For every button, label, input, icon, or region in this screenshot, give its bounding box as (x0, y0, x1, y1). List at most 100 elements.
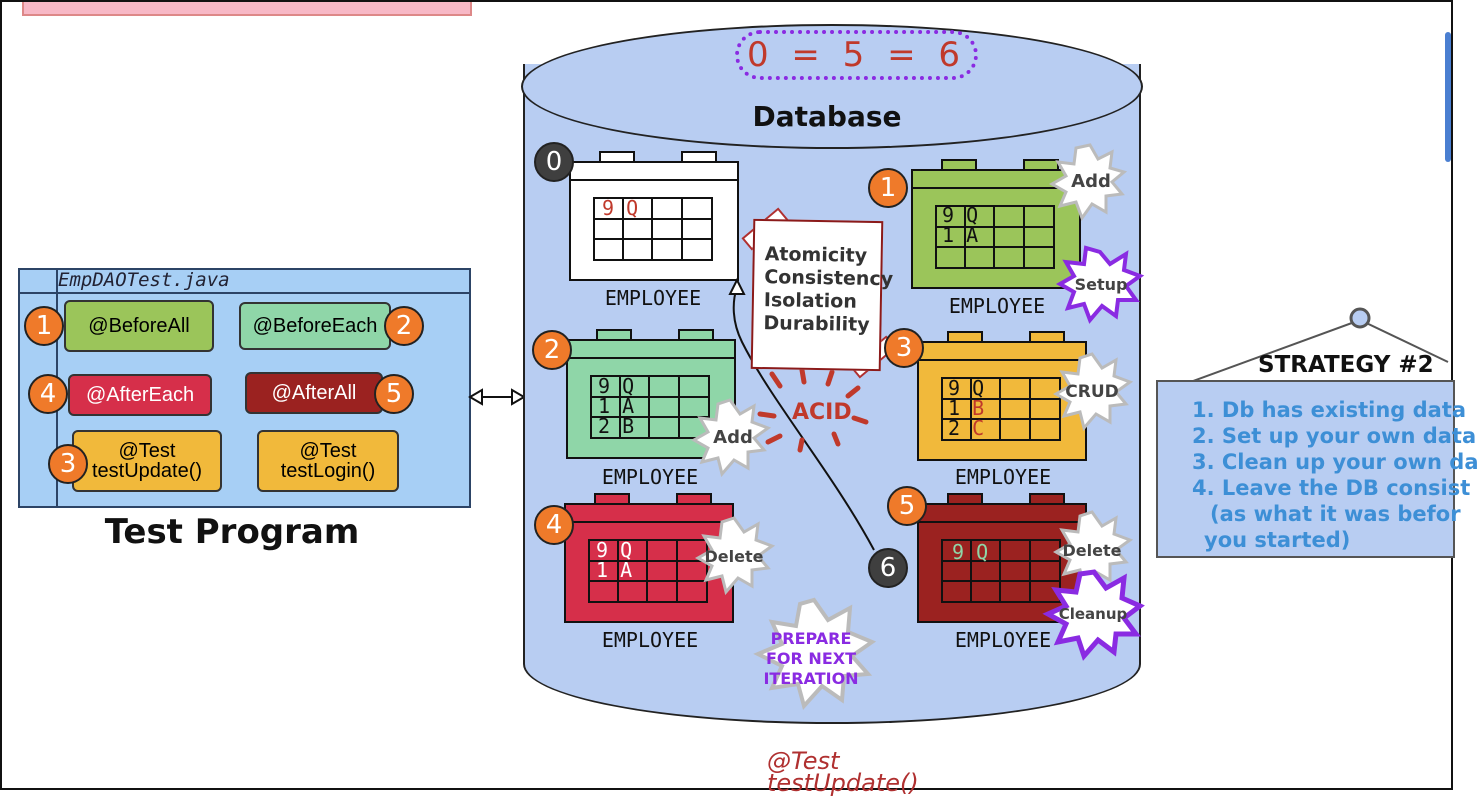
database-cylinder-top (521, 24, 1143, 149)
cell: 1 (598, 394, 611, 418)
burst-cleanup-label: Cleanup (1058, 605, 1128, 623)
step-badge-5: 5 (374, 374, 414, 414)
burst-setup-label: Setup (1074, 274, 1128, 294)
scrollbar-handle[interactable] (1445, 32, 1451, 162)
step-badge-2: 2 (384, 306, 424, 346)
cell: 9 (596, 538, 609, 562)
acid-durability: Durability (763, 312, 870, 336)
step-badge-4: 4 (28, 374, 68, 414)
bottom-test-annotation: @Test testUpdate() (767, 747, 919, 797)
db-step-badge-4: 4 (534, 505, 574, 545)
cell: C (972, 416, 985, 440)
pin-icon (1349, 307, 1371, 329)
strategy-title: STRATEGY #2 (1258, 352, 1434, 378)
cell: 9 (598, 374, 611, 398)
test-program-label: Test Program (104, 512, 360, 552)
flow-line (732, 286, 875, 551)
test-login-block[interactable]: @Test testLogin() (257, 430, 399, 492)
database-title: Database (752, 100, 902, 133)
test-file-name: EmpDAOTest.java (58, 269, 230, 291)
after-each-block[interactable]: @AfterEach (68, 374, 212, 416)
acid-atomicity: Atomicity (764, 243, 868, 267)
acid-label: ACID (792, 400, 852, 425)
cell: B (622, 414, 635, 438)
employee-table-1 (911, 159, 1081, 289)
db-step-badge-1: 1 (868, 168, 908, 208)
database-state-formula: 0 = 5 = 6 (735, 30, 978, 80)
cell: 2 (948, 416, 961, 440)
employee-label-2: EMPLOYEE (601, 465, 699, 489)
test-update-annotation: @Test (118, 440, 176, 462)
burst-prepare-label: PREPARE FOR NEXT ITERATION (758, 628, 864, 690)
cell: 9 (942, 203, 955, 227)
test-update-method: testUpdate() (91, 460, 203, 482)
acid-card: Atomicity Consistency Isolation Durabili… (750, 218, 893, 372)
employee-label-4: EMPLOYEE (601, 628, 699, 652)
employee-label-5: EMPLOYEE (954, 628, 1052, 652)
cell: Q (966, 203, 979, 227)
cell: A (620, 558, 633, 582)
prepare-line-1: PREPARE (770, 629, 852, 648)
step-badge-1: 1 (24, 306, 64, 346)
cell: 1 (948, 396, 961, 420)
db-step-badge-0: 0 (534, 142, 574, 182)
strategy-board: 1. Db has existing data 2. Set up your o… (1156, 380, 1479, 558)
prepare-line-2: FOR NEXT (766, 649, 856, 668)
bottom-line-2: testUpdate() (767, 769, 919, 797)
before-each-block[interactable]: @BeforeEach (239, 302, 391, 350)
strategy-item-2: 2. Set up your own data (1192, 424, 1477, 448)
step-badge-3: 3 (48, 444, 88, 484)
strategy-item-4-cont: (as what it was befor (1210, 502, 1461, 526)
cell: Q (976, 540, 989, 564)
strategy-item-1: 1. Db has existing data (1192, 398, 1467, 422)
employee-table-3 (917, 331, 1087, 461)
cell: 2 (598, 414, 611, 438)
cell: Q (622, 374, 635, 398)
cell: 9 (952, 540, 965, 564)
burst-add-2-label: Add (713, 426, 753, 448)
test-login-annotation: @Test (299, 440, 357, 462)
db-step-badge-5: 5 (887, 486, 927, 526)
strategy-item-3: 3. Clean up your own da (1192, 450, 1479, 474)
before-all-block[interactable]: @BeforeAll (64, 300, 214, 352)
flow-arrowhead-icon (728, 277, 746, 295)
t0-cells: 9 Q (602, 196, 638, 220)
db-step-badge-2: 2 (532, 330, 572, 370)
strategy-item-4: 4. Leave the DB consist (1192, 476, 1471, 500)
bottom-line-1: @Test (767, 747, 840, 775)
cell: A (622, 394, 635, 418)
acid-isolation: Isolation (763, 289, 858, 313)
burst-delete-2-label: Delete (1062, 540, 1122, 560)
employee-label-1: EMPLOYEE (948, 294, 1046, 318)
test-login-method: testLogin() (280, 460, 376, 482)
employee-label-3: EMPLOYEE (954, 465, 1052, 489)
t5-cells: 9 Q (952, 540, 988, 564)
cell: A (966, 223, 979, 247)
cell: 1 (942, 223, 955, 247)
cell: 9 (602, 196, 615, 220)
cell: Q (620, 538, 633, 562)
employee-table-0 (569, 151, 739, 281)
burst-crud-label: CRUD (1065, 382, 1119, 402)
employee-label-0: EMPLOYEE (604, 286, 702, 310)
prepare-line-3: ITERATION (763, 669, 859, 688)
test-program-header-divider (20, 292, 469, 294)
after-all-block[interactable]: @AfterAll (245, 372, 383, 414)
employee-tables-layer (564, 151, 1449, 623)
cell: 9 (948, 376, 961, 400)
db-step-badge-3: 3 (884, 328, 924, 368)
cell: Q (626, 196, 639, 220)
cell: B (972, 396, 985, 420)
double-arrow-icon (468, 388, 526, 406)
top-pink-bar (22, 2, 472, 16)
db-step-badge-6: 6 (868, 548, 908, 588)
acid-burst-icon (757, 367, 869, 453)
burst-delete-1-label: Delete (704, 546, 764, 566)
cell: Q (972, 376, 985, 400)
cell: 1 (596, 558, 609, 582)
strategy-item-4-end: you started) (1204, 528, 1351, 552)
